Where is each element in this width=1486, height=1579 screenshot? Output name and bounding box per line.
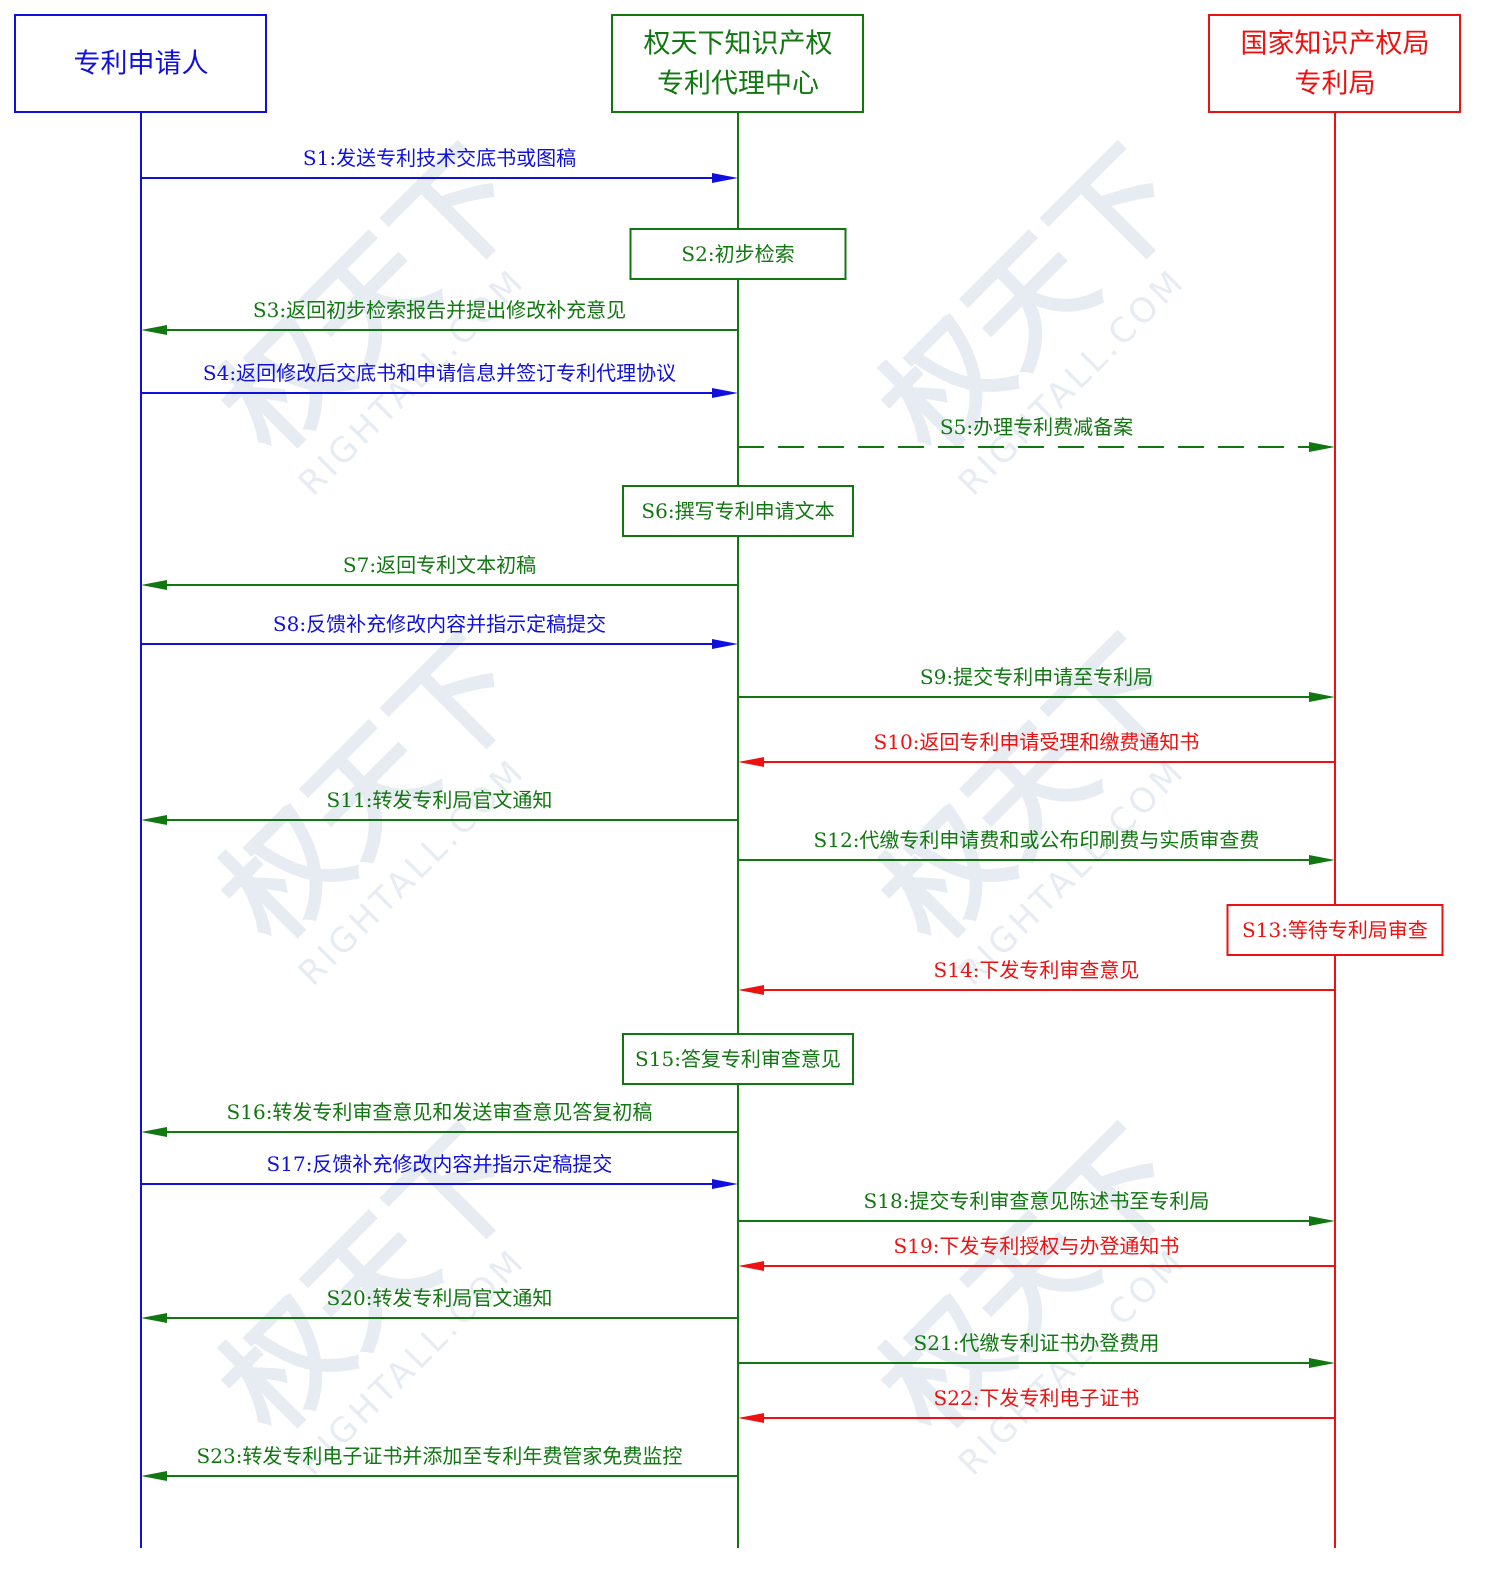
lifelines (140, 112, 1336, 1548)
message-s4: S4:返回修改后交底书和申请信息并签订专利代理协议 (141, 361, 738, 398)
arrowhead-icon (141, 1471, 167, 1481)
message-label: S18:提交专利审查意见陈述书至专利局 (864, 1189, 1210, 1213)
message-s7: S7:返回专利文本初稿 (141, 553, 738, 590)
message-s18: S18:提交专利审查意见陈述书至专利局 (738, 1189, 1335, 1226)
message-label: S3:返回初步检索报告并提出修改补充意见 (253, 298, 626, 322)
arrowhead-icon (1309, 855, 1335, 865)
arrowhead-icon (141, 325, 167, 335)
message-label: S7:返回专利文本初稿 (343, 553, 536, 577)
message-label: S22:下发专利电子证书 (934, 1386, 1140, 1410)
message-s16: S16:转发专利审查意见和发送审查意见答复初稿 (141, 1100, 738, 1137)
message-label: S14:下发专利审查意见 (934, 958, 1140, 982)
message-label: S23:转发专利电子证书并添加至专利年费管家免费监控 (197, 1444, 683, 1468)
message-s19: S19:下发专利授权与办登通知书 (738, 1234, 1335, 1271)
arrowhead-icon (738, 985, 764, 995)
message-s22: S22:下发专利电子证书 (738, 1386, 1335, 1423)
message-label: S19:下发专利授权与办登通知书 (894, 1234, 1180, 1258)
message-label: S8:反馈补充修改内容并指示定稿提交 (273, 612, 606, 636)
arrowhead-icon (738, 1261, 764, 1271)
process-steps: S1:发送专利技术交底书或图稿 S2:初步检索 S3:返回初步检索报告并提出修改补充… (141, 146, 1444, 1481)
arrowhead-icon (141, 1313, 167, 1323)
message-s23: S23:转发专利电子证书并添加至专利年费管家免费监控 (141, 1444, 738, 1481)
message-s9: S9:提交专利申请至专利局 (738, 665, 1335, 702)
process-box-label: S2:初步检索 (681, 242, 794, 266)
arrowhead-icon (141, 815, 167, 825)
message-label: S10:返回专利申请受理和缴费通知书 (874, 730, 1200, 754)
arrowhead-icon (141, 1127, 167, 1137)
message-label: S11:转发专利局官文通知 (327, 788, 553, 812)
process-box-label: S13:等待专利局审查 (1242, 918, 1428, 942)
message-s14: S14:下发专利审查意见 (738, 958, 1335, 995)
process-box-frame (629, 228, 847, 280)
message-label: S12:代缴专利申请费和或公布印刷费与实质审查费 (814, 828, 1260, 852)
arrowhead-icon (712, 173, 738, 183)
process-box-label: S6:撰写专利申请文本 (641, 499, 834, 523)
message-s12: S12:代缴专利申请费和或公布印刷费与实质审查费 (738, 828, 1335, 865)
message-s21: S21:代缴专利证书办登费用 (738, 1331, 1335, 1368)
message-label: S9:提交专利申请至专利局 (920, 665, 1153, 689)
arrowhead-icon (1309, 1358, 1335, 1368)
arrowhead-icon (712, 388, 738, 398)
message-s1: S1:发送专利技术交底书或图稿 (141, 146, 738, 183)
message-label: S1:发送专利技术交底书或图稿 (303, 146, 576, 170)
actor-applicant: 专利申请人 (14, 14, 267, 113)
arrowhead-icon (1309, 692, 1335, 702)
message-label: S4:返回修改后交底书和申请信息并签订专利代理协议 (203, 361, 676, 385)
message-s10: S10:返回专利申请受理和缴费通知书 (738, 730, 1335, 767)
message-label: S17:反馈补充修改内容并指示定稿提交 (267, 1152, 613, 1176)
actor-name-line: 国家知识产权局 (1241, 29, 1430, 60)
actor-name-line: 权天下知识产权 (644, 29, 833, 60)
process-box-s13: S13:等待专利局审查 (1226, 904, 1444, 956)
actor-name-line: 专利申请人 (74, 49, 209, 80)
process-box-s6: S6:撰写专利申请文本 (622, 485, 854, 537)
message-s20: S20:转发专利局官文通知 (141, 1286, 738, 1323)
process-box-s15: S15:答复专利审查意见 (622, 1033, 854, 1085)
arrowhead-icon (738, 1413, 764, 1423)
process-box-frame (1226, 904, 1444, 956)
message-s3: S3:返回初步检索报告并提出修改补充意见 (141, 298, 738, 335)
actor-name-line: 专利代理中心 (657, 69, 819, 100)
message-s11: S11:转发专利局官文通知 (141, 788, 738, 825)
actor-box (1208, 14, 1461, 113)
message-s5: S5:办理专利费减备案 (738, 415, 1335, 452)
message-s8: S8:反馈补充修改内容并指示定稿提交 (141, 612, 738, 649)
message-label: S16:转发专利审查意见和发送审查意见答复初稿 (227, 1100, 653, 1124)
process-box-label: S15:答复专利审查意见 (635, 1047, 841, 1071)
arrowhead-icon (712, 1179, 738, 1189)
process-box-frame (622, 1033, 854, 1085)
arrowhead-icon (1309, 442, 1335, 452)
process-box-frame (622, 485, 854, 537)
message-label: S21:代缴专利证书办登费用 (914, 1331, 1160, 1355)
arrowhead-icon (738, 757, 764, 767)
arrowhead-icon (1309, 1216, 1335, 1226)
actor-name-line: 专利局 (1295, 69, 1376, 100)
message-s17: S17:反馈补充修改内容并指示定稿提交 (141, 1152, 738, 1189)
message-label: S20:转发专利局官文通知 (327, 1286, 553, 1310)
message-label: S5:办理专利费减备案 (940, 415, 1133, 439)
arrowhead-icon (712, 639, 738, 649)
actor-box (14, 14, 267, 113)
arrowhead-icon (141, 580, 167, 590)
actor-box (611, 14, 864, 113)
process-box-s2: S2:初步检索 (629, 228, 847, 280)
